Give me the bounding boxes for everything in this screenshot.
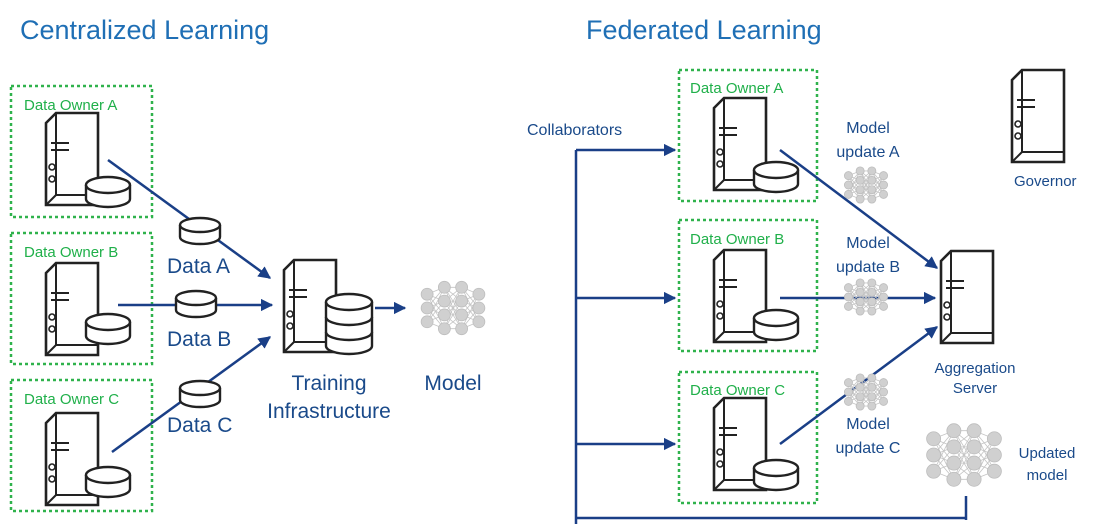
data-owner-a-label: Data Owner A [24,97,117,114]
training-label-line1: Training [291,372,366,395]
model-label: Model [424,372,481,395]
training-label-line2: Infrastructure [267,400,391,423]
data-c-disk-icon [178,379,222,409]
aggregation-label-line1: Aggregation [935,360,1016,377]
model-update-b-line1: Model [846,235,890,252]
model-update-a-line2: update A [836,144,900,161]
data-b-disk-icon [174,289,218,319]
data-owner-c-label: Data Owner C [24,391,119,408]
model-update-c-line2: update C [836,440,901,457]
fed-data-owner-b-label: Data Owner B [690,231,784,248]
data-owner-b-database-icon [84,312,132,346]
centralized-title: Centralized Learning [20,15,269,45]
data-b-label: Data B [167,328,231,351]
data-owner-a-box [9,84,154,219]
model-update-b-nn-icon [843,278,889,316]
updated-model-line2: model [1027,467,1068,484]
aggregation-label-line2: Server [953,380,997,397]
updated-model-line1: Updated [1019,445,1076,462]
fed-data-owner-a-label: Data Owner A [690,80,783,97]
governor-server-icon [1010,68,1066,164]
data-owner-c-box [9,378,154,513]
data-owner-b-box [9,231,154,366]
model-update-c-nn-icon [843,373,889,411]
fed-data-owner-a-database-icon [752,160,800,194]
updated-model-nn-icon [926,423,1002,487]
model-update-c-line1: Model [846,416,890,433]
fed-data-owner-b-database-icon [752,308,800,342]
aggregation-server-icon [939,249,995,345]
model-update-b-line2: update B [836,259,900,276]
fed-data-owner-c-database-icon [752,458,800,492]
data-owner-b-label: Data Owner B [24,244,118,261]
governor-label: Governor [1014,173,1077,190]
data-a-disk-icon [178,216,222,246]
model-update-a-nn-icon [843,166,889,204]
data-a-label: Data A [167,255,230,278]
model-neural-network-icon [420,280,486,336]
data-c-label: Data C [167,414,232,437]
data-owner-c-database-icon [84,465,132,499]
collaborators-label: Collaborators [527,122,622,139]
fed-data-owner-c-box [677,370,819,505]
training-database-icon [324,292,374,356]
data-owner-a-database-icon [84,175,132,209]
fed-data-owner-a-box [677,68,819,203]
federated-title: Federated Learning [586,15,822,45]
fed-data-owner-b-box [677,218,819,353]
update-a-arrow [779,149,938,269]
model-update-a-line1: Model [846,120,890,137]
fed-data-owner-c-label: Data Owner C [690,382,785,399]
